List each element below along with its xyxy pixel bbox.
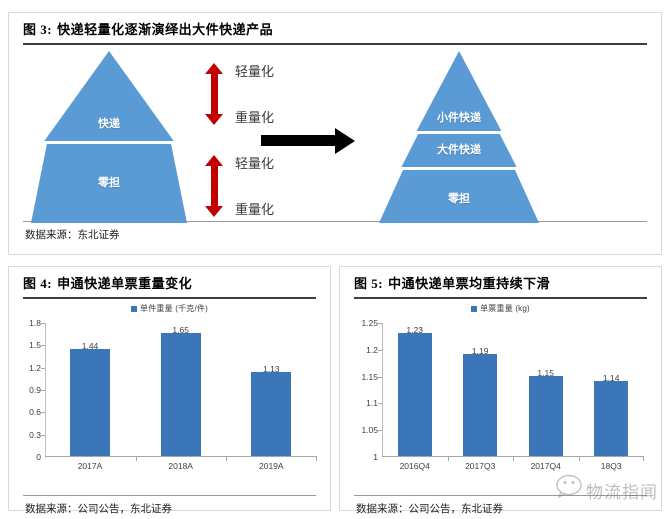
figure-4-bar-label-2017A: 1.44 (81, 340, 99, 351)
figure-5-y-axis (382, 323, 383, 457)
figure-4-number: 图 4: (23, 276, 53, 291)
figure-4-xlabel-1: 2018A (168, 461, 193, 471)
right-pyramid-segment-2-label: 大件快递 (437, 144, 481, 156)
figure-5-xtickmark (513, 457, 514, 461)
figure-4-plot-area: 0 0.3 0.6 0.9 1.2 1.5 1.8 1.44 1.65 1.13… (29, 318, 317, 471)
figure-5-xlabel-2: 2017Q4 (530, 461, 561, 471)
legend-swatch-icon (131, 305, 137, 312)
figure-4-chart: 单件重量 (千克/件) 0 0.3 0.6 0.9 1.2 1.5 1.8 1.… (9, 299, 330, 477)
arrow-label-heavyweight-upper: 重量化 (235, 110, 275, 125)
figure-4-xtickmark (316, 457, 317, 461)
left-pyramid-segment-2 (31, 144, 187, 223)
figure-5-title-line: 图 5: 中通快递单票均重持续下滑 (340, 267, 661, 297)
figure-5-xtickmark (643, 457, 644, 461)
figure-4-bar-label-2018A: 1.65 (172, 325, 189, 336)
left-pyramid-segment-1-label: 快递 (98, 118, 120, 130)
figure-5-bar-label-2017Q4: 1.15 (537, 367, 554, 378)
figure-4-bar-label-2019A: 1.13 (263, 363, 280, 374)
figure-4-x-axis (45, 456, 317, 457)
figure-5-bar-2017Q4[interactable] (528, 375, 563, 456)
figure-3-title-text: 快递轻量化逐渐演绎出大件快递产品 (57, 22, 274, 37)
arrow-label-lightweight-upper: 轻量化 (235, 64, 275, 79)
arrow-down-head-icon (205, 114, 223, 125)
figure-4-xtickmark (135, 457, 137, 461)
arrow-shaft (210, 73, 218, 115)
transition-right-arrow-icon (261, 128, 359, 154)
figure-5-bar-label-2017Q3: 1.19 (471, 346, 489, 357)
figure-5-title-rule (354, 297, 647, 299)
figure-5-x-axis (382, 456, 644, 457)
right-pyramid-segment-1-label: 小件快递 (437, 112, 481, 124)
arrow-up-head-icon (205, 63, 223, 74)
figure-3-source: 数据来源：东北证券 (25, 230, 120, 241)
figure-5-title-text: 中通快递单票均重持续下滑 (388, 276, 551, 291)
figure-5-xtickmark (447, 457, 449, 461)
figure-5-legend-label: 单票重量 (kg) (480, 304, 530, 313)
arrow-group-lower: 轻量化 重量化 (199, 155, 329, 217)
figure-4-y-axis (45, 323, 46, 457)
figure-5-number: 图 5: (354, 276, 384, 291)
figure-4-legend-label: 单件重量 (千克/件) (140, 304, 208, 313)
figure-3-diagram: 快递 零担 轻量化 重量化 轻量化 重量化 (9, 45, 661, 223)
figure-5-bar-label-2016Q4: 1.23 (406, 324, 423, 335)
figure-4-title-text: 申通快递单票重量变化 (57, 276, 193, 291)
figure-5-chart: 单票重量 (kg) 1 1.05 1.1 1.15 1.2 1.25 1.23 … (340, 299, 661, 477)
legend-swatch-icon (471, 305, 478, 312)
figure-5-xtickmark (578, 457, 580, 461)
figure-4-footer-rule (23, 495, 316, 496)
figure-3-panel: 图 3: 快递轻量化逐渐演绎出大件快递产品 快递 零担 轻量化 重量化 (8, 12, 662, 255)
figure-4-bar-2018A[interactable] (160, 333, 201, 456)
figure-4-xlabel-2: 2019A (259, 461, 284, 471)
right-pyramid: 小件快递 大件快递 零担 (379, 51, 539, 223)
figure-4-title-line: 图 4: 申通快递单票重量变化 (9, 267, 330, 297)
figure-5-source: 数据来源：公司公告，东北证券 (356, 504, 503, 515)
figure-4-legend: 单件重量 (千克/件) (9, 303, 330, 314)
figure-4-bar-2017A[interactable] (70, 348, 110, 456)
figure-3-number: 图 3: (23, 22, 53, 37)
right-pyramid-segment-2 (401, 134, 517, 167)
arrow-label-heavyweight-lower: 重量化 (235, 202, 275, 217)
figure-3-title-rule (23, 43, 647, 45)
figure-5-xlabel-3: 18Q3 (600, 461, 622, 471)
left-pyramid-segment-2-label: 零担 (98, 177, 120, 189)
arrow-shaft (210, 165, 218, 207)
arrow-down-head-icon (205, 206, 223, 217)
figure-5-bar-18Q3[interactable] (594, 381, 629, 456)
arrow-up-head-icon (205, 155, 223, 166)
figure-4-source: 数据来源：公司公告，东北证券 (25, 504, 172, 515)
figure-5-panel: 图 5: 中通快递单票均重持续下滑 单票重量 (kg) 1 1.05 1.1 1.… (339, 266, 662, 515)
figure-4-bar-2019A[interactable] (251, 371, 292, 456)
arrow-label-lightweight-lower: 轻量化 (235, 156, 275, 171)
figure-5-bar-2016Q4[interactable] (397, 332, 432, 456)
figure-5-xlabel-0: 2016Q4 (399, 461, 430, 471)
arrow-group-upper: 轻量化 重量化 (199, 63, 329, 125)
figure-5-bar-2017Q3[interactable] (463, 354, 498, 456)
right-pyramid-segment-3-label: 零担 (448, 193, 470, 205)
figure-4-title-rule (23, 297, 316, 299)
figure-4-xlabel-0: 2017A (77, 461, 103, 471)
right-pyramid-segment-3 (379, 170, 539, 223)
figure-5-footer-rule (354, 495, 647, 496)
figure-3-title-line: 图 3: 快递轻量化逐渐演绎出大件快递产品 (9, 13, 661, 43)
figure-4-xtickmark (226, 457, 228, 461)
figure-5-plot-area: 1 1.05 1.1 1.15 1.2 1.25 1.23 1.19 1.15 … (361, 318, 644, 471)
figure-5-xlabel-1: 2017Q3 (465, 461, 496, 471)
figure-4-panel: 图 4: 申通快递单票重量变化 单件重量 (千克/件) 0 0.3 0.6 0.9… (8, 266, 331, 515)
figure-3-footer-rule (23, 221, 647, 222)
figure-5-bar-label-18Q3: 1.14 (602, 373, 620, 383)
figure-5-legend: 单票重量 (kg) (340, 303, 661, 314)
left-pyramid: 快递 零担 (31, 51, 187, 223)
